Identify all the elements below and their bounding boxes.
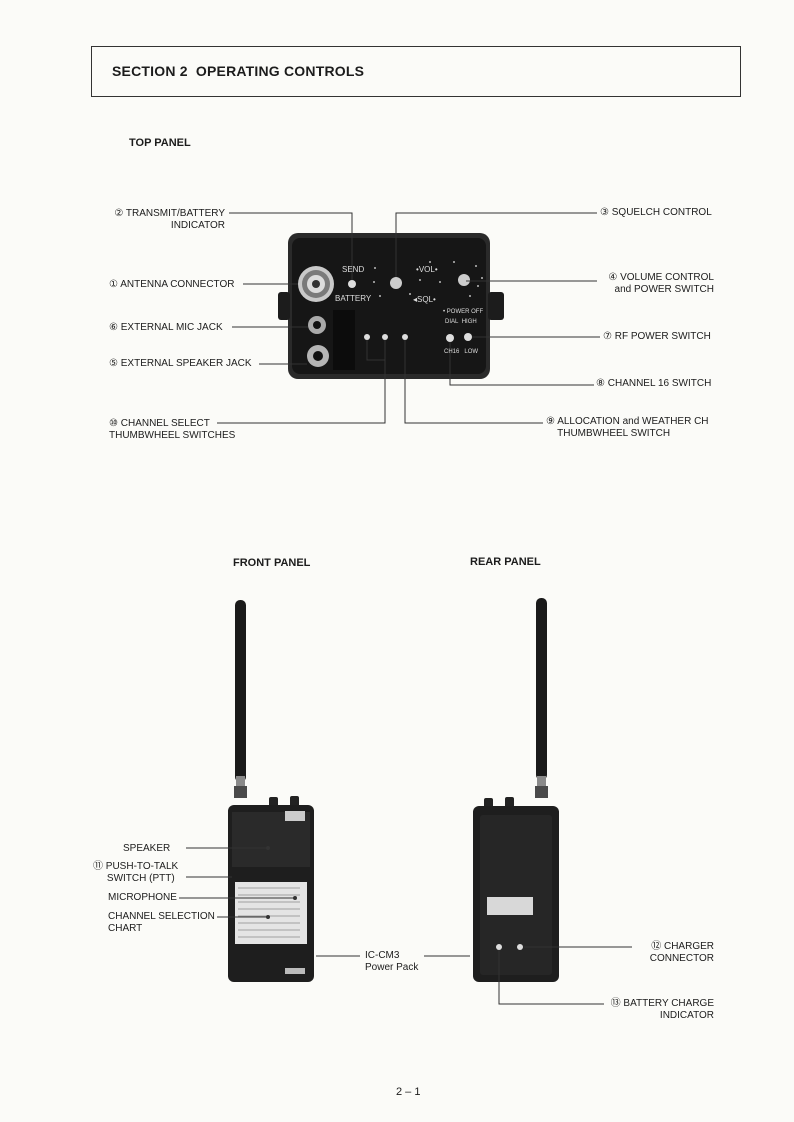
callout-antenna-connector: ① ANTENNA CONNECTOR: [109, 279, 235, 290]
front-panel-radio: [228, 600, 314, 982]
section-title: SECTION 2 OPERATING CONTROLS: [112, 63, 365, 79]
callout-squelch-control: ③ SQUELCH CONTROL: [600, 207, 712, 218]
rear-panel-title: REAR PANEL: [470, 556, 541, 568]
callout-allocation-weather-thumbwheel: ⑨ ALLOCATION and WEATHER CH THUMBWHEEL S…: [546, 416, 709, 439]
top-panel-radio: [278, 233, 504, 379]
dial-high-marking: DIAL HIGH: [445, 319, 477, 325]
callout-external-mic-jack: ⑥ EXTERNAL MIC JACK: [109, 322, 223, 333]
battery-marking: BATTERY: [335, 294, 372, 303]
callout-external-speaker-jack: ⑤ EXTERNAL SPEAKER JACK: [109, 358, 252, 369]
callout-microphone: MICROPHONE: [108, 892, 177, 903]
sql-marking: ◂SQL•: [413, 295, 436, 304]
page-number: 2 – 1: [396, 1086, 421, 1098]
section-header: SECTION 2 OPERATING CONTROLS: [91, 46, 741, 97]
top-panel-leaders: [217, 212, 600, 424]
bottom-leaders: [179, 847, 632, 1005]
vol-marking: •VOL•: [416, 265, 438, 274]
callout-channel-16-switch: ⑧ CHANNEL 16 SWITCH: [596, 378, 712, 389]
callout-push-to-talk: ⑪ PUSH-TO-TALK SWITCH (PTT): [93, 861, 179, 884]
callout-speaker: SPEAKER: [123, 843, 171, 854]
send-marking: SEND: [342, 265, 365, 274]
top-panel-title: TOP PANEL: [129, 137, 191, 149]
front-panel-title: FRONT PANEL: [233, 557, 311, 569]
callout-rf-power-switch: ⑦ RF POWER SWITCH: [603, 331, 711, 342]
power-off-marking: • POWER OFF: [443, 309, 484, 315]
ch16-low-marking: CH16 LOW: [444, 349, 479, 355]
rear-panel-radio: [473, 598, 559, 982]
